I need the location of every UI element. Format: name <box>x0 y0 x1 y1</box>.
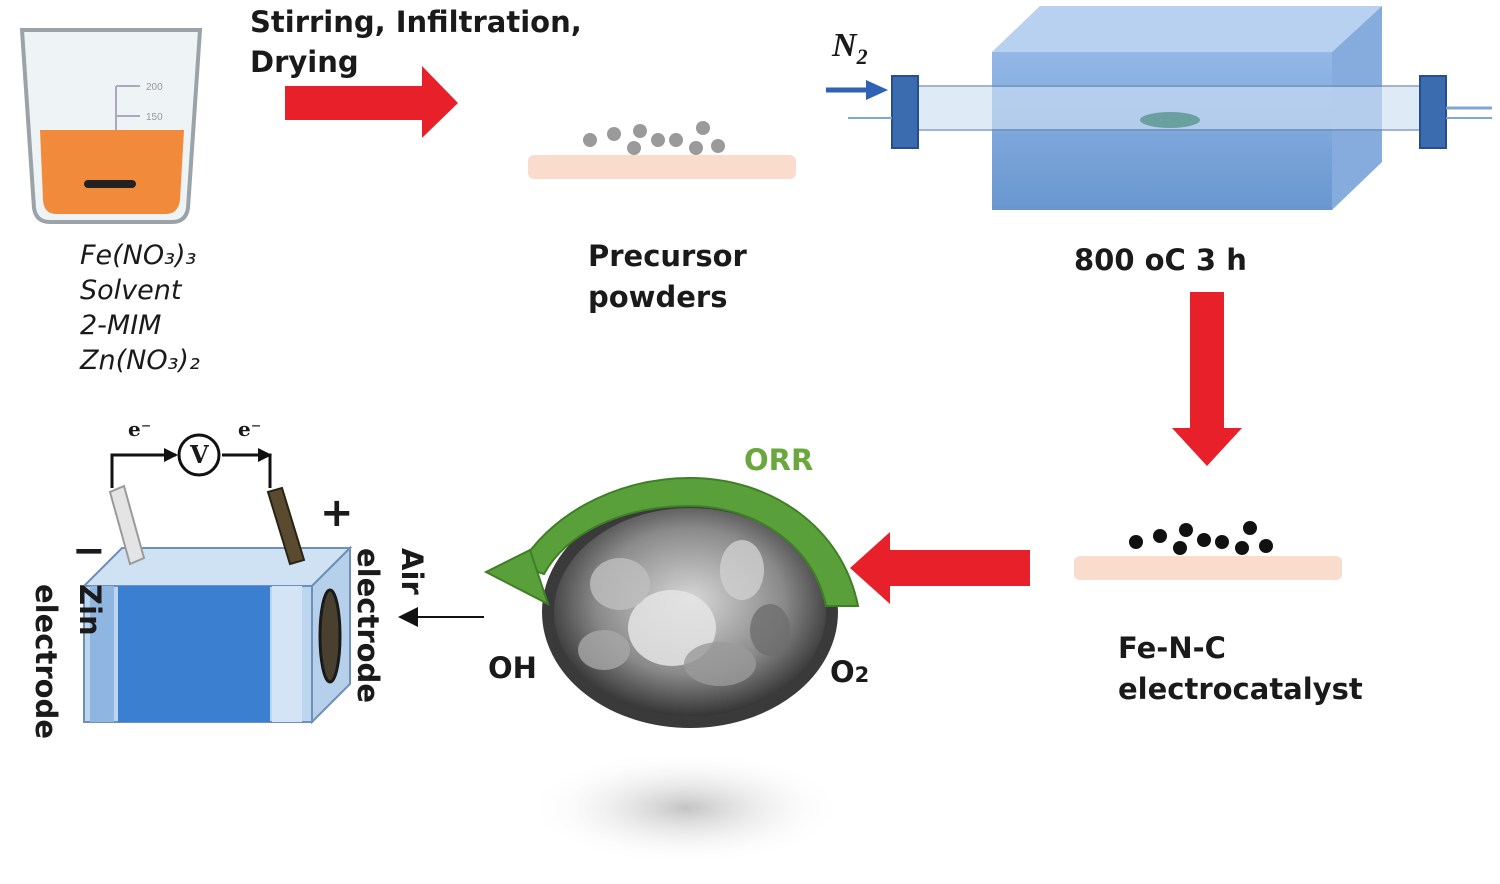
beaker-mark-200: 200 <box>146 82 163 93</box>
oh-label: OH <box>488 651 537 685</box>
catalyst-plate <box>1074 521 1342 580</box>
precursor-label-2: powders <box>588 280 728 314</box>
n2-label: N2 <box>831 27 868 69</box>
sem-shadow <box>526 750 846 866</box>
tube-furnace <box>848 6 1492 210</box>
furnace-condition: 800 oC 3 h <box>1074 243 1247 277</box>
reagent-1: Fe(NO₃)₃ <box>80 240 197 271</box>
voltmeter-symbol: V <box>190 440 209 469</box>
tube-flange-left <box>891 75 919 149</box>
stir-bar <box>84 180 136 188</box>
arrow-to-orr <box>850 532 1030 604</box>
sem-micrograph <box>542 496 838 728</box>
grey-particles <box>583 121 725 155</box>
reagent-2: Solvent <box>80 275 182 306</box>
tube-flange-right <box>1419 75 1447 149</box>
zinc-electrode-label: Zin electrode <box>29 584 107 739</box>
reagent-4: Zn(NO₃)₂ <box>80 345 200 376</box>
positive-terminal: + <box>320 490 354 536</box>
negative-terminal: − <box>72 528 106 574</box>
reagent-3: 2-MIM <box>80 310 162 341</box>
orange-solution <box>40 130 184 214</box>
electron-right: e⁻ <box>238 417 262 441</box>
zinc-rod <box>108 484 146 566</box>
step1-label: Stirring, Infiltration, <box>250 5 582 39</box>
black-particles <box>1129 521 1273 555</box>
zn-air-battery <box>81 433 353 725</box>
air-rod <box>266 486 306 566</box>
electrolyte <box>118 586 270 722</box>
beaker: 200 150 <box>19 28 203 224</box>
air-plate <box>272 586 302 722</box>
o2-label: O2 <box>830 655 870 689</box>
precursor-label-1: Precursor <box>588 239 747 273</box>
precursor-plate <box>528 121 796 179</box>
electron-left: e⁻ <box>128 417 152 441</box>
voltmeter <box>177 433 221 477</box>
beaker-mark-150: 150 <box>146 112 163 123</box>
orr-arrow <box>483 476 860 607</box>
air-electrode-label: Air electrode <box>351 548 429 703</box>
step1-label-2: Drying <box>250 45 359 79</box>
air-window <box>318 588 342 684</box>
orr-label: ORR <box>744 443 814 477</box>
arrow-down-to-catalyst <box>1172 292 1242 466</box>
arrow-to-precursor <box>285 66 458 138</box>
catalyst-label-1: Fe-N-C <box>1118 631 1226 665</box>
catalyst-label-2: electrocatalyst <box>1118 672 1363 706</box>
zinc-plate <box>90 586 114 722</box>
n2-inlet-arrow <box>826 80 888 100</box>
